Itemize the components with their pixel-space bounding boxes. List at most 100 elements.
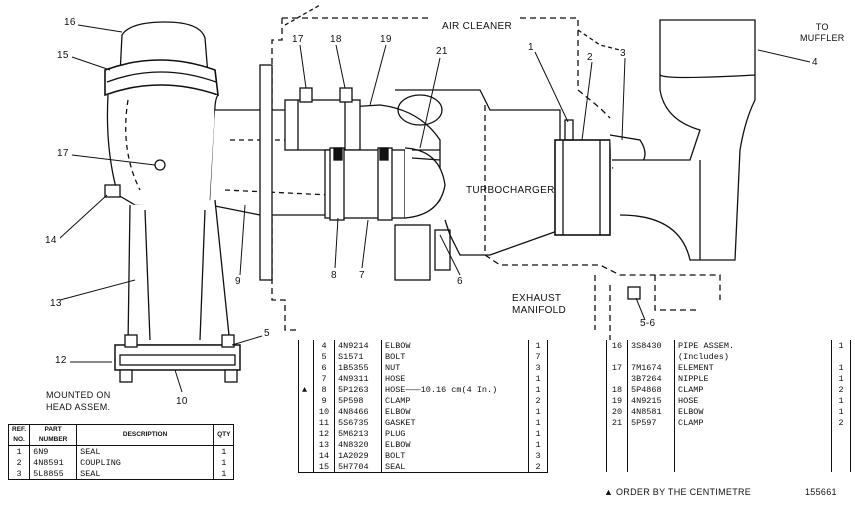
row-part-number: 1A2029 [334, 450, 382, 461]
callout-1: 1 [528, 42, 534, 53]
row-ref: 18 [606, 384, 628, 395]
callout-20: 19 [380, 34, 392, 45]
row-description: PIPE ASSEM. [674, 340, 832, 351]
row-description: PLUG [381, 428, 529, 439]
row-part-number: 4N9215 [627, 395, 675, 406]
callout-18: 17 [292, 34, 304, 45]
row-qty: 1 [535, 406, 541, 417]
row-description: HOSE———10.16 cm(4 In.) [381, 384, 529, 395]
header-qty: QTY [217, 431, 231, 438]
callout-10: 9 [235, 276, 241, 287]
callout-7: 6 [457, 276, 463, 287]
row-qty: 1 [535, 417, 541, 428]
hose-19 [284, 99, 361, 151]
row-part-number: 4N8466 [334, 406, 382, 417]
row-mark [298, 351, 314, 362]
row-mark [298, 373, 314, 384]
parts-table-left: REF. NO. PART NUMBER DESCRIPTION QTY 1 6… [8, 424, 235, 480]
row-qty: 2 [535, 461, 541, 472]
table-row: 1 6N9 SEAL 1 [8, 445, 234, 457]
callout-15: 15 [57, 50, 69, 61]
table-filler [606, 428, 851, 472]
row-qty: 2 [838, 417, 844, 428]
figure-number: 155661 [805, 487, 837, 497]
row-part-number: 5M6213 [334, 428, 382, 439]
row-ref: 9 [313, 395, 335, 406]
row-qty: 2 [838, 384, 844, 395]
row-mark [298, 406, 314, 417]
row-mark [298, 340, 314, 351]
row-part-number: 5S6735 [334, 417, 382, 428]
row-description: ELBOW [381, 439, 529, 450]
row-qty: 1 [221, 446, 227, 457]
filler-cell [832, 428, 851, 472]
muffler-elbow [612, 19, 756, 261]
elbow-left [106, 94, 219, 206]
row-part-number: 4N9214 [334, 340, 382, 351]
callout-19: 18 [330, 34, 342, 45]
row-mark [298, 428, 314, 439]
row-part-number: 4N9311 [334, 373, 382, 384]
row-description: BOLT [381, 450, 529, 461]
callout-11: 10 [176, 396, 188, 407]
row-qty: 3 [535, 450, 541, 461]
callout-5-6: 5-6 [640, 318, 656, 329]
row-ref: 3 [8, 468, 31, 480]
row-ref: 17 [606, 362, 628, 373]
row-mark [298, 439, 314, 450]
row-ref: 6 [313, 362, 335, 373]
row-description: COUPLING [76, 457, 215, 468]
callout-12: 12 [55, 355, 67, 366]
row-description: HOSE [674, 395, 832, 406]
callout-13: 13 [50, 298, 62, 309]
row-mark [298, 362, 314, 373]
table-row: 3 5L8855 SEAL 1 [8, 468, 234, 480]
row-ref: 4 [313, 340, 335, 351]
row-ref: 19 [606, 395, 628, 406]
row-description: CLAMP [674, 384, 832, 395]
row-description: ELEMENT [674, 362, 832, 373]
row-description: ELBOW [381, 340, 529, 351]
row-qty: 1 [535, 384, 541, 395]
row-qty: 1 [838, 406, 844, 417]
row-description: (Includes) [674, 351, 832, 362]
row-description: NIPPLE [674, 373, 832, 384]
callout-14: 14 [45, 235, 57, 246]
row-qty: 1 [838, 373, 844, 384]
label-air-cleaner: AIR CLEANER [442, 21, 512, 32]
row-qty: 1 [535, 428, 541, 439]
parts-table-header: REF. NO. PART NUMBER DESCRIPTION QTY [8, 424, 234, 446]
row-qty: 1 [838, 362, 844, 373]
row-ref: 8 [313, 384, 335, 395]
callout-17: 17 [57, 148, 69, 159]
elbow-20 [404, 147, 446, 219]
callout-3: 3 [620, 48, 626, 59]
row-qty: 1 [535, 439, 541, 450]
row-mark [298, 395, 314, 406]
label-to-muffler: TO MUFFLER [800, 22, 845, 43]
row-mark: ▲ [298, 384, 314, 395]
row-ref [606, 373, 628, 384]
row-ref: 7 [313, 373, 335, 384]
row-description: CLAMP [674, 417, 832, 428]
label-mounted-on: MOUNTED ON HEAD ASSEM. [46, 390, 111, 412]
row-part-number: 4N8320 [334, 439, 382, 450]
row-part-number: 6N9 [29, 445, 78, 457]
row-part-number: 5L8855 [29, 468, 78, 480]
callout-2: 2 [587, 52, 593, 63]
row-qty: 3 [535, 362, 541, 373]
row-part-number: 4N8591 [29, 457, 78, 468]
row-ref: 13 [313, 439, 335, 450]
row-qty: 7 [535, 351, 541, 362]
row-qty: 1 [535, 373, 541, 384]
row-qty: 2 [535, 395, 541, 406]
